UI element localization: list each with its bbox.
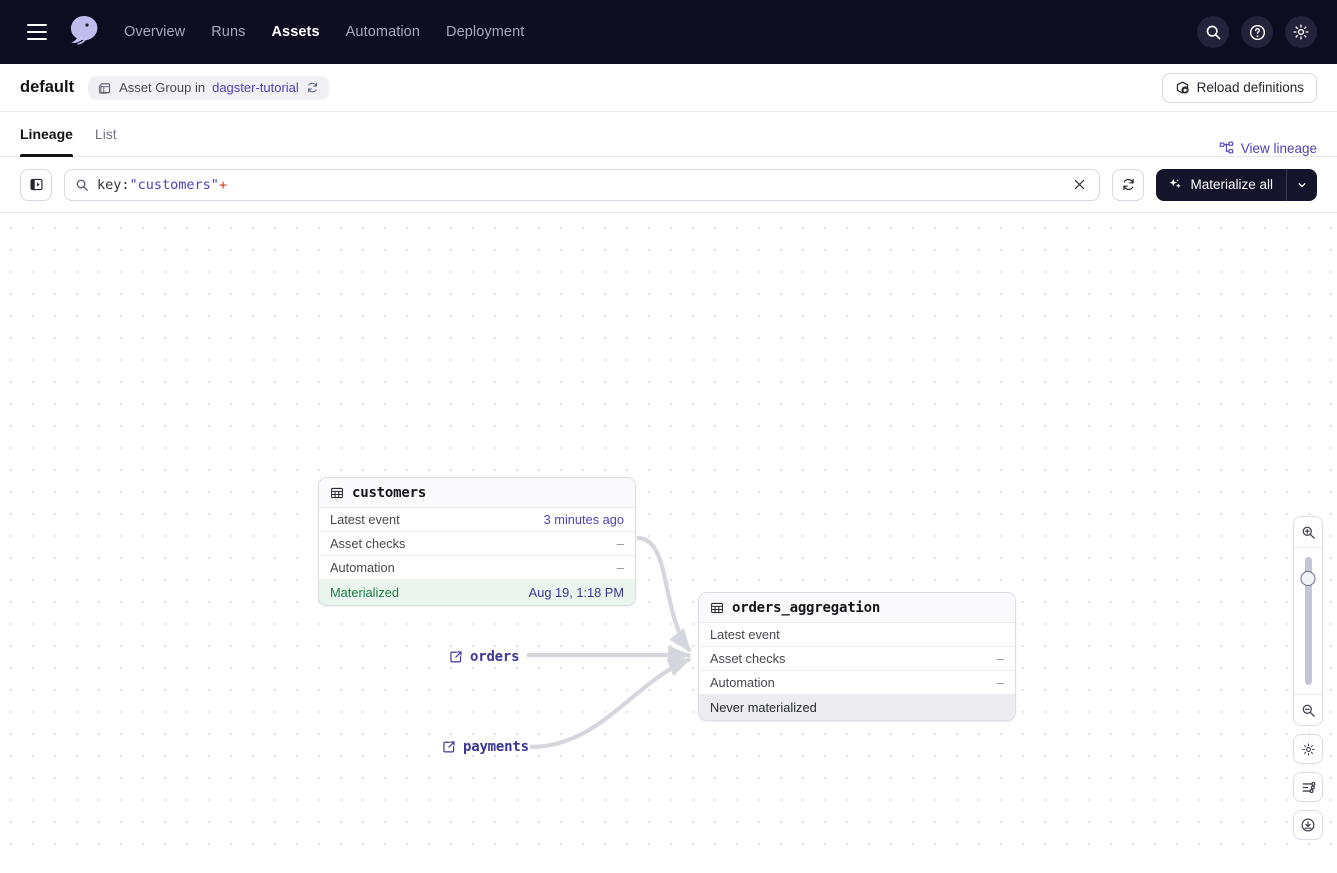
help-icon[interactable] bbox=[1241, 16, 1273, 48]
reload-definitions-button[interactable]: Reload definitions bbox=[1161, 72, 1317, 103]
asset-group-chip[interactable]: Asset Group in dagster-tutorial bbox=[88, 75, 329, 100]
materialize-all-main[interactable]: Materialize all bbox=[1156, 169, 1286, 201]
zoom-controls bbox=[1293, 516, 1323, 840]
search-query-text: key:"customers"+ bbox=[97, 177, 227, 193]
asset-node-row-latest-event: Latest event bbox=[699, 623, 1015, 647]
expand-panel-icon[interactable] bbox=[20, 168, 52, 201]
row-value: – bbox=[616, 560, 624, 575]
zoom-slider-group bbox=[1293, 516, 1323, 726]
status-label: Materialized bbox=[330, 585, 399, 600]
search-icon bbox=[75, 178, 89, 192]
asset-node-title: orders_aggregation bbox=[732, 600, 881, 616]
graph-filters-sliders-icon[interactable] bbox=[1293, 772, 1323, 802]
asset-node-row-asset-checks: Asset checks – bbox=[319, 532, 635, 556]
nav-item-assets[interactable]: Assets bbox=[271, 23, 320, 40]
zoom-out-icon[interactable] bbox=[1294, 695, 1322, 725]
page-header-actions: Reload definitions bbox=[1161, 72, 1317, 103]
asset-group-chip-text: Asset Group in bbox=[119, 80, 206, 95]
refresh-graph-button[interactable] bbox=[1112, 168, 1145, 201]
main-nav-items: Overview Runs Assets Automation Deployme… bbox=[124, 25, 524, 40]
tabs-row: Lineage List View lineage bbox=[0, 112, 1337, 157]
search-icon[interactable] bbox=[1197, 16, 1229, 48]
external-link-icon bbox=[442, 740, 456, 754]
materialize-divider bbox=[1286, 168, 1287, 201]
asset-node-title: customers bbox=[352, 485, 427, 501]
lineage-icon bbox=[1219, 141, 1234, 156]
view-lineage-button[interactable]: View lineage bbox=[1219, 141, 1317, 156]
external-asset-payments[interactable]: payments bbox=[442, 739, 529, 755]
page-title: default bbox=[20, 78, 75, 96]
reload-icon bbox=[1175, 80, 1190, 95]
materialize-all-button[interactable]: Materialize all bbox=[1156, 168, 1317, 201]
status-label: Never materialized bbox=[710, 700, 817, 715]
asset-node-row-automation: Automation – bbox=[699, 671, 1015, 695]
asset-node-row-latest-event: Latest event 3 minutes ago bbox=[319, 508, 635, 532]
nav-actions bbox=[1197, 16, 1317, 48]
graph-toolbar: key:"customers"+ Materialize all bbox=[0, 157, 1337, 213]
query-colon: : bbox=[121, 176, 130, 193]
tab-list-view[interactable]: List bbox=[94, 126, 117, 142]
table-icon bbox=[710, 601, 724, 615]
asset-node-row-automation: Automation – bbox=[319, 556, 635, 580]
asset-node-header: orders_aggregation bbox=[699, 593, 1015, 623]
asset-node-orders-aggregation[interactable]: orders_aggregation Latest event Asset ch… bbox=[698, 592, 1016, 721]
nav-item-automation[interactable]: Automation bbox=[345, 23, 421, 40]
chevron-down-icon[interactable] bbox=[1287, 169, 1317, 201]
row-value[interactable]: 3 minutes ago bbox=[543, 512, 624, 527]
external-asset-label: payments bbox=[463, 739, 529, 755]
recenter-graph-icon[interactable] bbox=[1293, 810, 1323, 840]
close-icon[interactable] bbox=[1069, 175, 1089, 195]
tab-list: Lineage List bbox=[20, 112, 117, 157]
tab-lineage[interactable]: Lineage bbox=[20, 112, 73, 157]
page-header: default Asset Group in dagster-tutorial bbox=[0, 64, 1337, 112]
row-value: – bbox=[616, 536, 624, 551]
zoom-slider[interactable] bbox=[1294, 547, 1322, 695]
asset-group-chip-link[interactable]: dagster-tutorial bbox=[212, 80, 299, 95]
refresh-icon[interactable] bbox=[306, 81, 319, 94]
row-label: Automation bbox=[710, 675, 775, 690]
query-plus: + bbox=[218, 176, 228, 193]
status-badge[interactable]: Never materialized bbox=[699, 695, 1015, 720]
table-icon bbox=[330, 486, 344, 500]
dagster-logo[interactable] bbox=[62, 10, 106, 54]
zoom-slider-track bbox=[1304, 557, 1312, 685]
reload-definitions-label: Reload definitions bbox=[1196, 80, 1304, 95]
row-label: Asset checks bbox=[330, 536, 406, 551]
row-label: Automation bbox=[330, 560, 395, 575]
gear-icon[interactable] bbox=[1285, 16, 1317, 48]
asset-search-input[interactable]: key:"customers"+ bbox=[64, 168, 1101, 201]
nav-item-deployment[interactable]: Deployment bbox=[446, 23, 525, 40]
view-lineage-label: View lineage bbox=[1240, 141, 1317, 156]
asset-group-icon bbox=[98, 81, 112, 95]
sparkle-icon bbox=[1168, 177, 1183, 192]
query-value: "customers" bbox=[129, 176, 219, 193]
top-navigation-bar: Overview Runs Assets Automation Deployme… bbox=[0, 0, 1337, 64]
nav-item-runs[interactable]: Runs bbox=[211, 23, 246, 40]
lineage-graph-canvas[interactable]: customers Latest event 3 minutes ago Ass… bbox=[0, 213, 1337, 862]
query-key: key bbox=[97, 176, 122, 193]
row-label: Asset checks bbox=[710, 651, 786, 666]
status-badge[interactable]: Materialized Aug 19, 1:18 PM bbox=[319, 580, 635, 605]
graph-settings-gear-icon[interactable] bbox=[1293, 734, 1323, 764]
row-value: – bbox=[996, 675, 1004, 690]
zoom-in-icon[interactable] bbox=[1294, 517, 1322, 547]
nav-item-overview[interactable]: Overview bbox=[124, 23, 186, 40]
external-asset-orders[interactable]: orders bbox=[449, 649, 520, 665]
asset-node-header: customers bbox=[319, 478, 635, 508]
external-link-icon bbox=[449, 650, 463, 664]
graph-edges bbox=[527, 535, 692, 750]
zoom-slider-handle[interactable] bbox=[1300, 571, 1316, 586]
hamburger-menu-icon[interactable] bbox=[20, 15, 54, 49]
tabs-row-actions: View lineage bbox=[1219, 141, 1317, 156]
asset-node-row-asset-checks: Asset checks – bbox=[699, 647, 1015, 671]
row-value: – bbox=[996, 651, 1004, 666]
row-label: Latest event bbox=[710, 627, 780, 642]
row-label: Latest event bbox=[330, 512, 400, 527]
status-timestamp: Aug 19, 1:18 PM bbox=[528, 585, 624, 600]
asset-node-customers[interactable]: customers Latest event 3 minutes ago Ass… bbox=[318, 477, 636, 606]
materialize-all-label: Materialize all bbox=[1190, 177, 1273, 192]
external-asset-label: orders bbox=[470, 649, 520, 665]
